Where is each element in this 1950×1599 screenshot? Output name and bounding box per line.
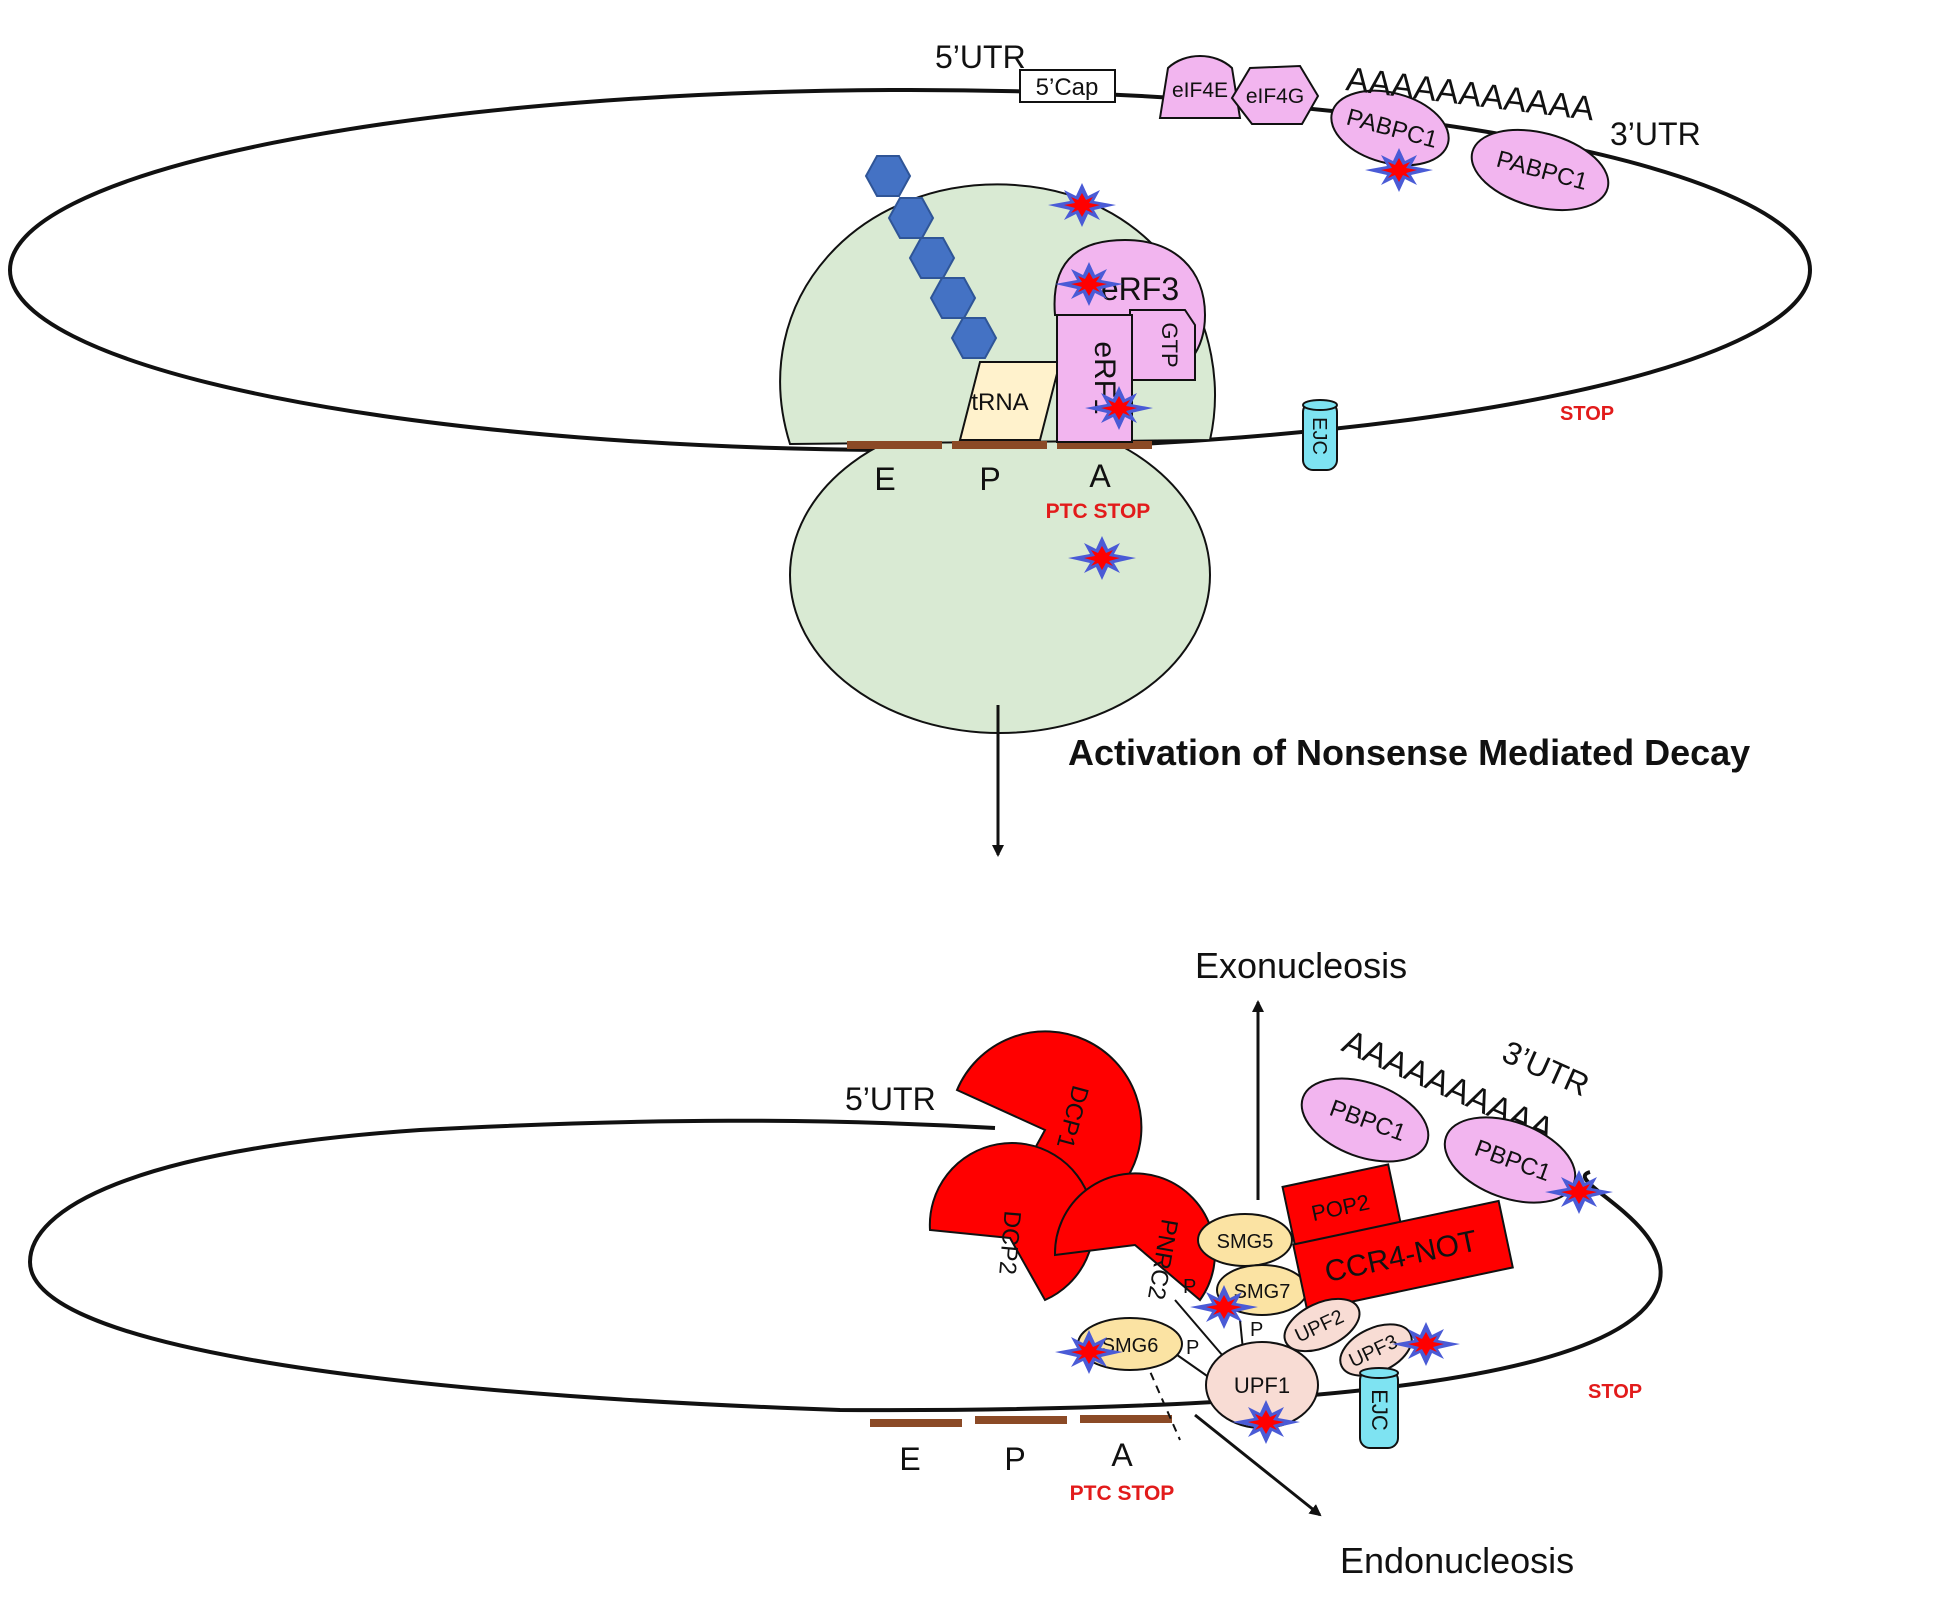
smg6-dashed-link <box>1144 1359 1181 1441</box>
ejc-bottom: EJC <box>1359 1367 1399 1449</box>
endonucleosis-arrow <box>1194 1413 1322 1517</box>
eif4e-shape <box>1158 55 1242 119</box>
pbpc1-shape-a <box>1300 1077 1430 1163</box>
smg7-label: SMG7 <box>1234 1281 1291 1303</box>
eif4g-shape <box>1230 64 1320 125</box>
pnrc2-shape <box>1053 1172 1216 1302</box>
ptc-stop-top: PTC STOP <box>1046 500 1151 523</box>
codon-p-top <box>952 441 1047 449</box>
ejc-cylinder-top <box>1359 1367 1399 1379</box>
pabpc1-shape-b <box>1470 128 1610 212</box>
amino-acid-hexagon <box>929 277 977 319</box>
amino-acid-hexagon <box>887 197 935 239</box>
cap-label: 5’Cap <box>1036 74 1099 101</box>
amino-acid-hexagon <box>950 317 998 359</box>
ejc-label-top: EJC <box>1308 417 1330 455</box>
mrna-loop-bottom <box>27 1118 1663 1413</box>
cap-box <box>1019 69 1116 103</box>
trna-label: tRNA <box>971 389 1028 416</box>
dcp2-shape <box>928 1142 1095 1302</box>
ptc-stop-bottom: PTC STOP <box>1070 1482 1175 1505</box>
trna-shape <box>958 361 1062 441</box>
bottom-panel: Exonucleosis Endonucleosis 5’UTR AAAAAAA… <box>27 945 1663 1581</box>
phospho-label: P <box>1186 1337 1199 1359</box>
smg5-label: SMG5 <box>1217 1231 1274 1253</box>
utr5-label-bottom: 5’UTR <box>845 1081 936 1117</box>
site-a-top: A <box>1089 458 1111 494</box>
top-panel: tRNA eRF3 GTP eRF1 5’Cap 5’UTR eIF4E eIF… <box>8 39 1812 734</box>
exonucleosis-label: Exonucleosis <box>1195 945 1407 986</box>
eif4e-label: eIF4E <box>1172 79 1228 102</box>
utr3-label-top: 3’UTR <box>1610 116 1701 152</box>
utr5-label-top: 5’UTR <box>935 39 1026 75</box>
amino-acid-hexagon <box>908 237 956 279</box>
codon-p-bottom <box>975 1416 1067 1424</box>
dcp2-label: DCP2 <box>993 1210 1025 1276</box>
eif4g-label: eIF4G <box>1246 85 1304 108</box>
ejc-top: EJC <box>1302 399 1338 471</box>
pabpc1-shape-a <box>1330 89 1450 167</box>
site-e-bottom: E <box>899 1441 920 1477</box>
endonucleosis-label: Endonucleosis <box>1340 1540 1574 1581</box>
site-p-top: P <box>979 461 1000 497</box>
codon-e-top <box>847 441 942 449</box>
phospho-label: P <box>1250 1319 1263 1341</box>
site-e-top: E <box>874 461 895 497</box>
site-p-bottom: P <box>1004 1441 1025 1477</box>
nascent-peptide-chain <box>864 155 998 359</box>
site-a-bottom: A <box>1111 1437 1133 1473</box>
erf3-label: eRF3 <box>1101 271 1179 307</box>
upf2-shape <box>1283 1297 1361 1353</box>
phospho-label: P <box>1183 1276 1196 1298</box>
stop-label-top: STOP <box>1560 403 1614 425</box>
upf1-label: UPF1 <box>1234 1373 1290 1398</box>
stop-label-bottom: STOP <box>1588 1381 1642 1403</box>
ccr4-not-shape <box>1292 1199 1514 1313</box>
amino-acid-hexagon <box>864 155 912 197</box>
ejc-label-bottom: EJC <box>1367 1389 1392 1431</box>
ejc-cylinder-top <box>1302 399 1338 411</box>
codon-e-bottom <box>870 1419 962 1427</box>
codon-a-bottom <box>1080 1415 1172 1423</box>
codon-a-top <box>1057 441 1152 449</box>
activation-label: Activation of Nonsense Mediated Decay <box>1068 732 1750 773</box>
gtp-label: GTP <box>1157 322 1182 367</box>
